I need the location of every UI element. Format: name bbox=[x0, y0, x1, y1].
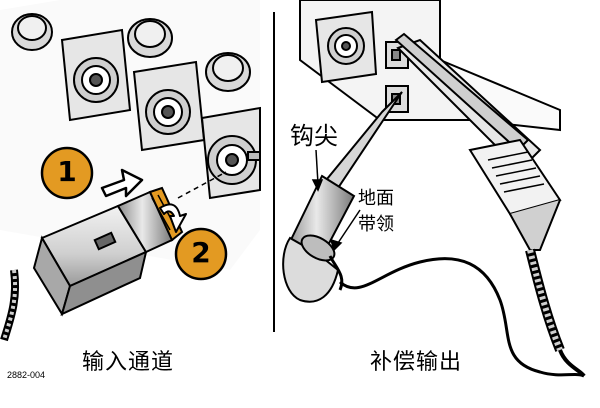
probe-tip-assembly bbox=[282, 91, 403, 303]
scope-front-panel bbox=[0, 0, 261, 270]
figure-id: 2882-004 bbox=[7, 370, 46, 380]
ground-lead-label-line2: 带领 bbox=[358, 214, 394, 235]
left-caption: 输入通道 bbox=[82, 350, 175, 375]
twist-arrow bbox=[159, 203, 187, 233]
alignment-guide bbox=[177, 171, 227, 199]
ground-clip bbox=[394, 32, 562, 251]
bnc-input-3 bbox=[200, 106, 261, 200]
bnc-comp bbox=[314, 10, 378, 84]
label-leaders bbox=[311, 149, 361, 252]
knob-2 bbox=[127, 18, 173, 58]
push-arrow bbox=[100, 168, 144, 198]
ground-lead-wire bbox=[338, 257, 585, 378]
knob-3 bbox=[205, 52, 251, 92]
step-number-2: 2 bbox=[191, 236, 211, 269]
probe-connector-box bbox=[0, 186, 184, 342]
bnc-input-2 bbox=[132, 60, 206, 152]
right-caption: 补偿输出 bbox=[370, 350, 463, 375]
step-badge-2 bbox=[174, 227, 228, 281]
step-number-1: 1 bbox=[57, 155, 77, 188]
step-badge-1 bbox=[40, 146, 94, 200]
bnc-input-1 bbox=[60, 28, 132, 122]
probe-cable bbox=[525, 248, 586, 378]
hook-tip-label: 钩尖 bbox=[290, 122, 338, 150]
ground-lead-label-line1: 地面 bbox=[358, 188, 394, 209]
knob-1 bbox=[11, 13, 53, 51]
